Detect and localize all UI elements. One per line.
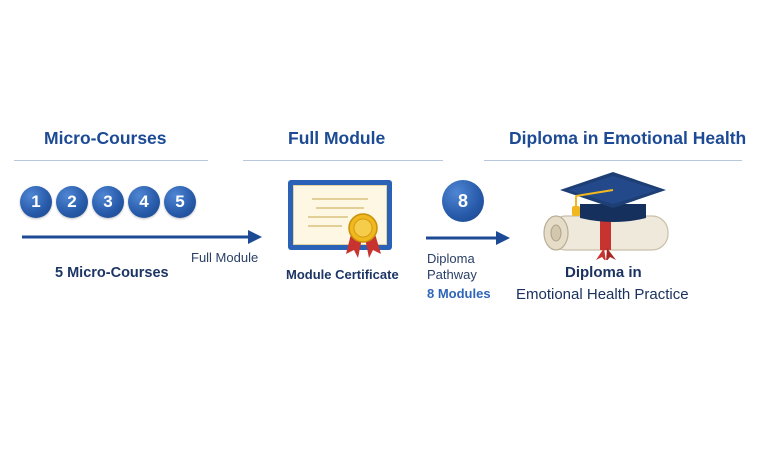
full-module-heading: Full Module: [288, 128, 385, 149]
graduation-cap-icon: [536, 164, 686, 260]
pathway-label-line1: Diploma: [427, 251, 475, 266]
diploma-scroll-icon: [544, 216, 668, 260]
micro-courses-heading: Micro-Courses: [44, 128, 167, 149]
divider-micro: [14, 160, 208, 161]
micro-course-2: 2: [56, 186, 88, 218]
micro-course-3: 3: [92, 186, 124, 218]
pathway-number-badge: 8: [442, 180, 484, 222]
arrow-to-diploma: [426, 229, 512, 247]
micro-course-5: 5: [164, 186, 196, 218]
diploma-caption-line2: Emotional Health Practice: [516, 286, 689, 303]
micro-course-1: 1: [20, 186, 52, 218]
micro-course-4: 4: [128, 186, 160, 218]
pathway-module-count: 8 Modules: [427, 286, 491, 301]
award-seal-icon: [343, 212, 383, 260]
divider-module: [243, 160, 443, 161]
full-module-arrow-label: Full Module: [191, 250, 258, 265]
diploma-caption-line1: Diploma in: [565, 264, 642, 281]
micro-courses-caption: 5 Micro-Courses: [55, 265, 169, 281]
diploma-heading: Diploma in Emotional Health: [509, 128, 746, 149]
module-certificate-caption: Module Certificate: [286, 267, 399, 282]
micro-course-circles: 1 2 3 4 5: [20, 186, 196, 218]
arrow-to-module: [22, 228, 264, 246]
pathway-label-line2: Pathway: [427, 267, 477, 282]
divider-diploma: [484, 160, 742, 161]
